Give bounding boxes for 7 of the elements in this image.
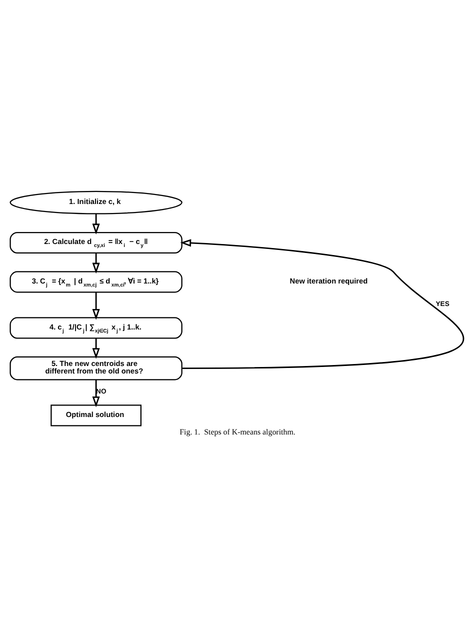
arrow xyxy=(92,252,100,274)
arrow xyxy=(92,338,100,358)
arrow xyxy=(180,238,464,368)
arrow xyxy=(92,213,100,234)
arrow xyxy=(92,292,100,320)
caption: Fig. 1. Steps of K-means algorithm. xyxy=(180,426,296,436)
arrow xyxy=(92,379,100,407)
